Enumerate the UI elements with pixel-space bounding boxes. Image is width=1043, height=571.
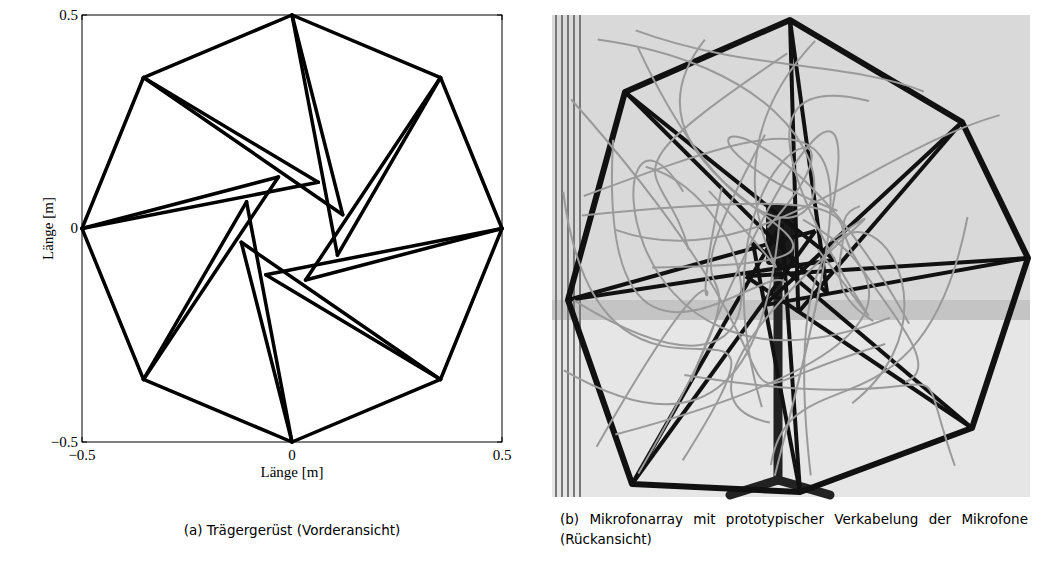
cable [684, 375, 954, 466]
tick-label: 0.5 [493, 447, 512, 464]
frame-strut [266, 275, 441, 380]
cable [584, 139, 831, 476]
array-ring [568, 20, 1028, 492]
frame-drawing [82, 15, 502, 442]
frame-strut [292, 15, 337, 255]
frame-strut [247, 202, 292, 442]
cable [571, 100, 885, 384]
tick-label: 0 [288, 447, 296, 464]
plot-axes-box [82, 15, 502, 442]
cable [652, 40, 793, 268]
frame-strut [144, 78, 319, 183]
cable [636, 30, 924, 91]
tick [82, 15, 87, 16]
frame-strut [440, 78, 502, 229]
axis-label: Länge [m] [39, 197, 56, 260]
axis-label: Länge [m] [261, 464, 324, 481]
tick [82, 442, 87, 443]
cable [771, 217, 968, 465]
frame-strut [440, 229, 502, 380]
photo-sill [552, 300, 1030, 320]
frame-strut [82, 182, 318, 228]
cable [564, 217, 780, 405]
cable [804, 232, 904, 475]
cable [691, 131, 839, 381]
subcaption: (b) Mikrofonarray mit prototypischer Ver… [560, 510, 1028, 549]
photo-array-frame [568, 20, 1028, 492]
tick [82, 15, 83, 20]
cable [655, 53, 787, 249]
tick-label: −0.5 [68, 447, 95, 464]
tick [502, 15, 503, 20]
cable [563, 192, 731, 460]
tick [497, 15, 502, 16]
frame-strut [144, 177, 279, 380]
frame-strut [337, 78, 440, 256]
axis-ticks [82, 15, 502, 442]
photo-cables [563, 30, 999, 475]
cable [598, 39, 815, 217]
subcaption: (a) Trägergerüst (Vorderansicht) [184, 522, 401, 538]
photo-background [552, 15, 1030, 497]
cable [574, 167, 742, 346]
frame-strut [292, 15, 440, 78]
tick [82, 437, 83, 442]
frame-strut [241, 242, 440, 379]
frame-strut [144, 78, 343, 215]
frame-strut [144, 15, 292, 78]
cable [844, 206, 919, 382]
array-strut [632, 231, 815, 484]
frame-strut [266, 229, 502, 275]
tick [497, 442, 502, 443]
frame-strut [306, 78, 441, 281]
frame-strut [144, 202, 247, 380]
tick [502, 437, 503, 442]
photo [552, 15, 1030, 497]
frame-strut [82, 78, 144, 229]
frame-strut [292, 379, 440, 442]
frame-strut [82, 229, 144, 380]
tick-label: 0.5 [59, 7, 78, 24]
cable [615, 220, 869, 435]
frame-strut [144, 379, 292, 442]
tick-label: 0 [71, 220, 79, 237]
